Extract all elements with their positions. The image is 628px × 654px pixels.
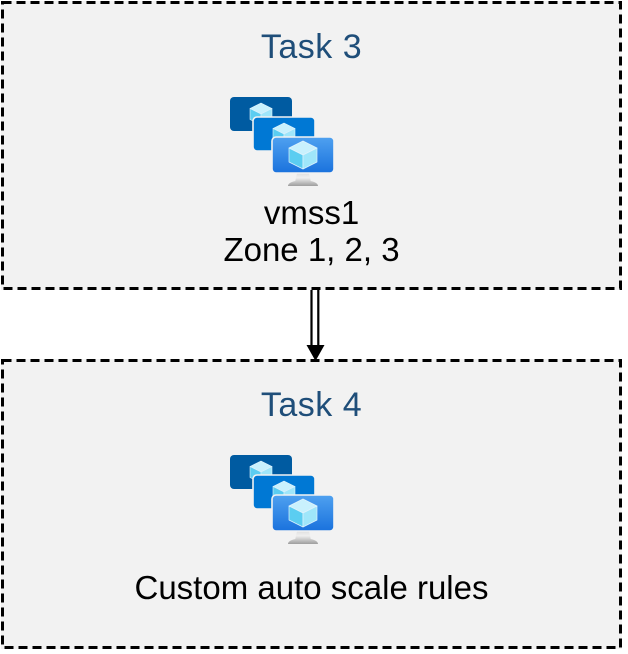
vmss-icon <box>230 455 334 547</box>
task-3-caption: vmss1 Zone 1, 2, 3 <box>1 194 622 268</box>
task-3-title: Task 3 <box>260 28 363 66</box>
task-4-box: Task 4 Custom auto scale rules <box>1 359 622 649</box>
zones-label: Zone 1, 2, 3 <box>223 231 400 268</box>
vmss-icon <box>230 97 334 189</box>
task-4-title: Task 4 <box>260 386 363 424</box>
task-4-caption: Custom auto scale rules <box>1 569 622 606</box>
autoscale-rules-label: Custom auto scale rules <box>134 569 489 606</box>
down-arrow-connector <box>306 290 325 361</box>
task-3-box: Task 3 vmss1 Zone 1, 2, 3 <box>1 1 622 290</box>
vmss-name-label: vmss1 <box>263 194 360 231</box>
